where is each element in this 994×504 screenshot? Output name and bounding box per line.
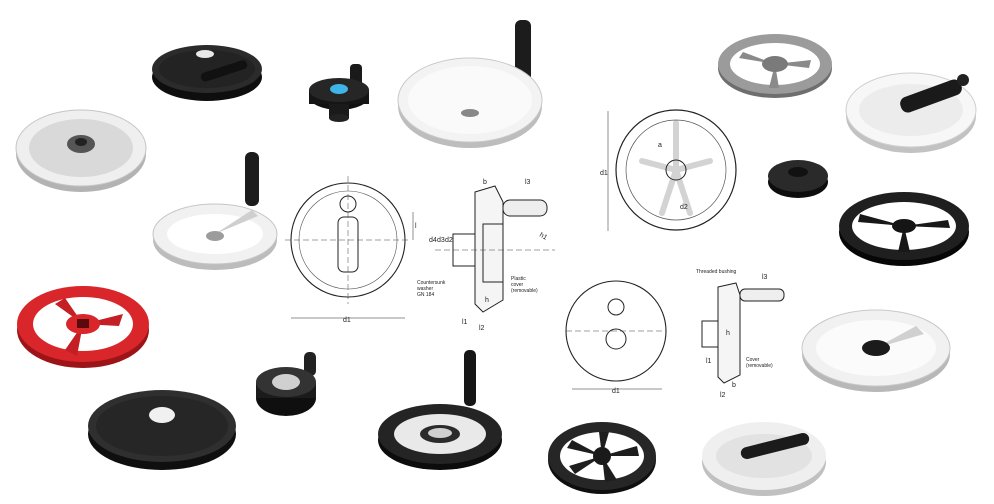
dim-h1: h1 <box>538 232 548 242</box>
dim-d4: d4 <box>429 237 437 244</box>
dim-l2: l2 <box>479 325 485 332</box>
dim-l1: l1 <box>462 319 468 326</box>
chrome-disc-handwheel <box>395 18 555 153</box>
callout-plastic: Plastic <box>511 276 526 282</box>
callout-cover: Cover <box>746 357 760 363</box>
black-spoked-handwheel <box>547 418 659 496</box>
chrome-spoked-handwheel <box>152 150 282 275</box>
technical-drawing-center: d1 d2 a <box>598 105 737 235</box>
technical-drawing-left: d1 l b l3 d4 d3 d2 h l1 l2 h1 Countersun… <box>285 172 575 337</box>
callout-cover: cover <box>511 282 524 288</box>
dim-d1: d1 <box>612 388 620 395</box>
black-disc-handwheel <box>150 25 265 105</box>
red-spoked-handwheel <box>15 278 153 373</box>
callout-countersunk: Countersunk <box>417 280 446 286</box>
grey-spoked-handwheel <box>717 30 837 100</box>
callout-gn184: GN 184 <box>417 292 434 298</box>
dim-b: b <box>732 382 736 389</box>
dim-h: h <box>485 297 489 304</box>
dial-knob <box>252 352 324 422</box>
black-dished-handwheel <box>376 348 508 473</box>
dim-a: a <box>658 142 662 149</box>
dim-h: h <box>726 330 730 337</box>
callout-threaded: Threaded bushing <box>696 269 737 275</box>
grey-dished-handwheel <box>14 102 150 194</box>
white-handle-handwheel <box>845 62 985 157</box>
black-solid-handwheel <box>86 380 241 472</box>
dim-l1: l1 <box>706 358 712 365</box>
dim-l3: l3 <box>525 179 531 186</box>
chrome-flat-handwheel <box>800 300 956 395</box>
white-recessed-handwheel <box>700 410 830 500</box>
callout-washer: washer <box>417 286 433 292</box>
dim-d1: d1 <box>343 317 351 324</box>
dim-l: l <box>415 223 417 230</box>
black-star-knob <box>766 152 834 200</box>
callout-removable: (removable) <box>746 363 773 369</box>
dim-b: b <box>483 179 487 186</box>
black-three-spoke-handwheel <box>838 188 972 268</box>
dim-l2: l2 <box>720 392 726 399</box>
knurled-knob <box>303 64 373 122</box>
dim-d3: d3 <box>437 237 445 244</box>
callout-removable: (removable) <box>511 288 538 294</box>
dim-l3: l3 <box>762 274 768 281</box>
dim-d2: d2 <box>680 204 688 211</box>
technical-drawing-right: d1 l3 b l2 l1 h Threaded bushing Cover (… <box>565 265 796 400</box>
dim-d2: d2 <box>445 237 453 244</box>
dim-d1: d1 <box>600 170 608 177</box>
